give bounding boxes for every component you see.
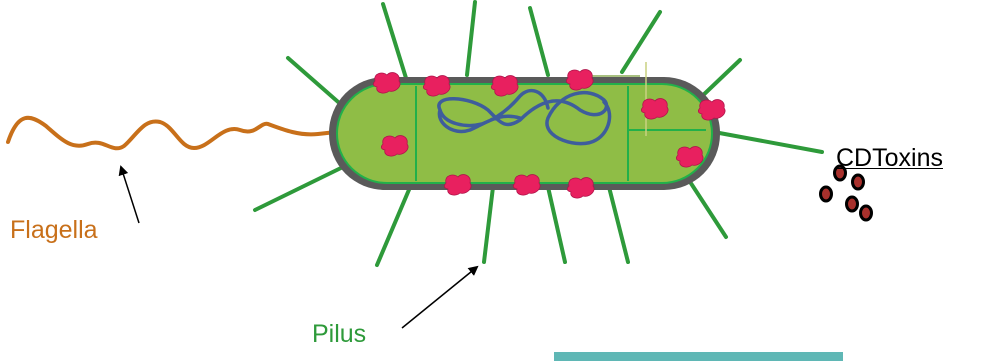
flagellum (8, 118, 336, 148)
pilus-label: Pilus (312, 322, 366, 347)
pilus-line (548, 187, 565, 262)
ribosome (698, 100, 725, 121)
cytoplasm (337, 84, 712, 183)
ribosome (373, 73, 400, 94)
ribosome (381, 136, 408, 157)
footer-box (554, 352, 843, 361)
ribosome (567, 178, 594, 199)
pilus-line (714, 132, 822, 152)
pilus-line (288, 58, 345, 108)
toxin-particles (821, 166, 872, 220)
ribosome (566, 70, 593, 91)
ribosome (641, 99, 668, 120)
pilus-line (609, 187, 628, 262)
pilus-line (255, 166, 345, 210)
ribosome (676, 147, 703, 168)
ribosome (423, 76, 450, 97)
ribosome (491, 76, 518, 97)
flagella-label: Flagella (10, 218, 98, 243)
toxin-circle-icon (821, 187, 832, 201)
toxin-circle-icon (861, 206, 872, 220)
pilus-line (484, 187, 493, 262)
toxin-circle-icon (853, 175, 864, 189)
toxins-label: CDToxins (836, 146, 943, 171)
pilus-line (698, 60, 740, 100)
ribosome (444, 175, 471, 196)
pilus-line (377, 185, 411, 265)
pilus-line (530, 8, 548, 75)
toxin-circle-icon (847, 197, 858, 211)
pilus-line (467, 2, 475, 75)
pilus-line (383, 4, 406, 78)
ribosome (513, 175, 540, 196)
arrow-icon (121, 167, 139, 223)
arrow-icon (402, 267, 477, 328)
pilus-line (622, 12, 660, 72)
